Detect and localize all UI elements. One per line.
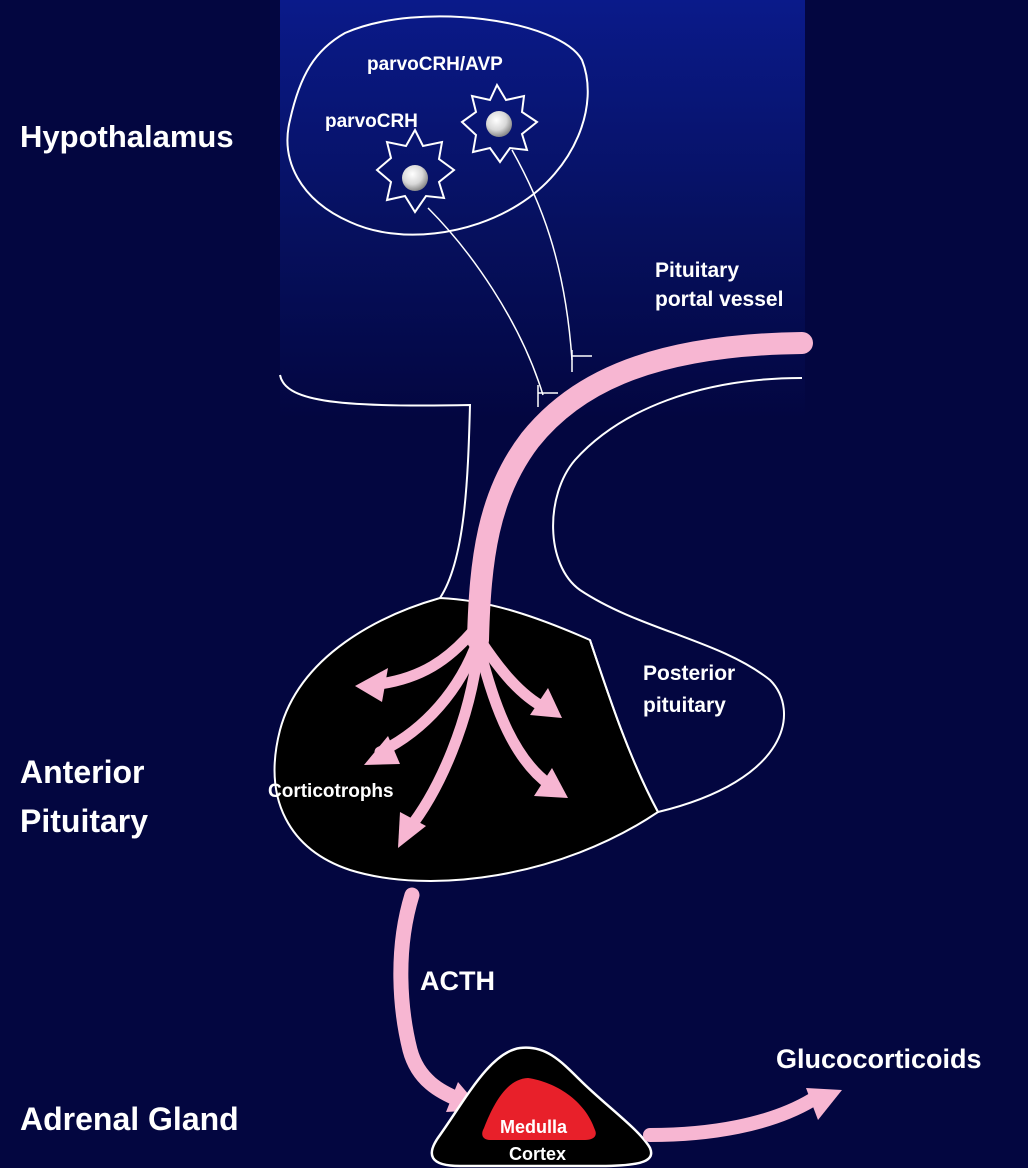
label-anterior-line2: Pituitary	[20, 803, 148, 839]
label-posterior-line1: Posterior	[643, 662, 735, 685]
label-parvo-crh: parvoCRH	[325, 111, 418, 132]
label-cortex: Cortex	[509, 1144, 566, 1164]
label-medulla: Medulla	[500, 1117, 568, 1137]
label-anterior-line1: Anterior	[20, 754, 144, 790]
label-acth: ACTH	[420, 966, 495, 996]
label-glucocorticoids: Glucocorticoids	[776, 1044, 982, 1074]
label-hypothalamus: Hypothalamus	[20, 119, 234, 154]
label-portal-vessel-line2: portal vessel	[655, 288, 783, 311]
label-corticotrophs: Corticotrophs	[268, 781, 394, 802]
label-parvo-crh-avp: parvoCRH/AVP	[367, 54, 503, 75]
label-posterior-line2: pituitary	[643, 694, 726, 717]
label-adrenal-gland: Adrenal Gland	[20, 1101, 239, 1137]
label-portal-vessel-line1: Pituitary	[655, 259, 739, 282]
